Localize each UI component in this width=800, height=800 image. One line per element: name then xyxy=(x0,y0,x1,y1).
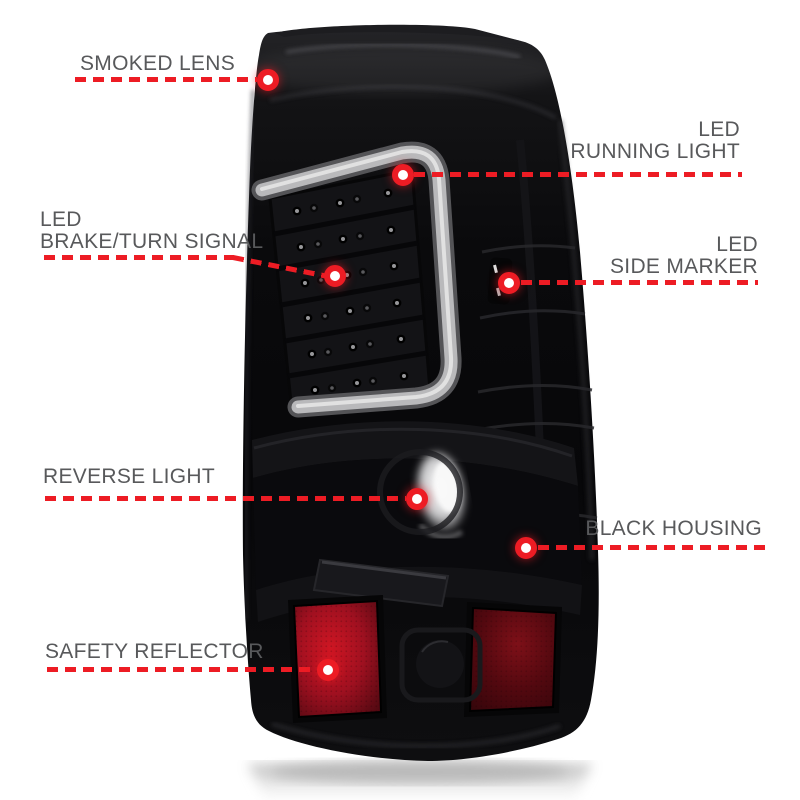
smoked-lens-label: SMOKED LENS xyxy=(80,52,236,75)
led-side-marker-label: LED SIDE MARKER xyxy=(610,234,758,278)
led-brake-turn-signal-leader-line xyxy=(44,255,234,260)
safety-reflector-leader-line xyxy=(47,667,317,672)
led-brake-turn-signal-callout-dot-icon xyxy=(324,265,346,287)
safety-reflector-callout-dot-icon xyxy=(317,659,339,681)
safety-reflector-label: SAFETY REFLECTOR xyxy=(45,640,264,663)
led-side-marker-label-line1: LED xyxy=(716,233,758,256)
bulb-socket xyxy=(399,627,483,703)
led-light-bar xyxy=(251,141,462,418)
smoked-lens-leader-line xyxy=(75,77,257,82)
led-running-light-label-line2: RUNNING LIGHT xyxy=(570,140,740,163)
safety-reflector-section xyxy=(271,595,562,748)
black-housing-leader-line xyxy=(538,545,765,550)
led-side-marker-callout-dot-icon xyxy=(498,272,520,294)
reverse-light-leader-line xyxy=(45,496,406,501)
led-running-light-label: LED RUNNING LIGHT xyxy=(570,119,740,163)
led-brake-turn-signal-label-line1: LED xyxy=(40,208,82,231)
black-housing-callout-dot-icon xyxy=(515,537,537,559)
floor-reflection xyxy=(248,760,592,800)
safety-reflector-right xyxy=(468,606,558,713)
black-housing-label: BLACK HOUSING xyxy=(585,517,762,540)
reverse-light-section xyxy=(253,449,582,590)
led-side-marker-label-line2: SIDE MARKER xyxy=(610,255,758,278)
reverse-light-callout-dot-icon xyxy=(406,488,428,510)
led-side-marker-leader-line xyxy=(521,280,758,285)
led-running-light-callout-dot-icon xyxy=(392,164,414,186)
led-brake-turn-signal-label: LED BRAKE/TURN SIGNAL xyxy=(40,209,263,253)
reverse-light-label: REVERSE LIGHT xyxy=(43,465,215,488)
lower-band xyxy=(256,558,582,622)
led-brake-turn-signal-label-line2: BRAKE/TURN SIGNAL xyxy=(40,230,264,253)
led-running-light-label-line1: LED xyxy=(698,118,740,141)
led-array-panel xyxy=(268,168,432,414)
led-running-light-leader-line xyxy=(414,172,742,177)
smoked-lens-callout-dot-icon xyxy=(257,69,279,91)
safety-reflector-left xyxy=(292,599,383,719)
